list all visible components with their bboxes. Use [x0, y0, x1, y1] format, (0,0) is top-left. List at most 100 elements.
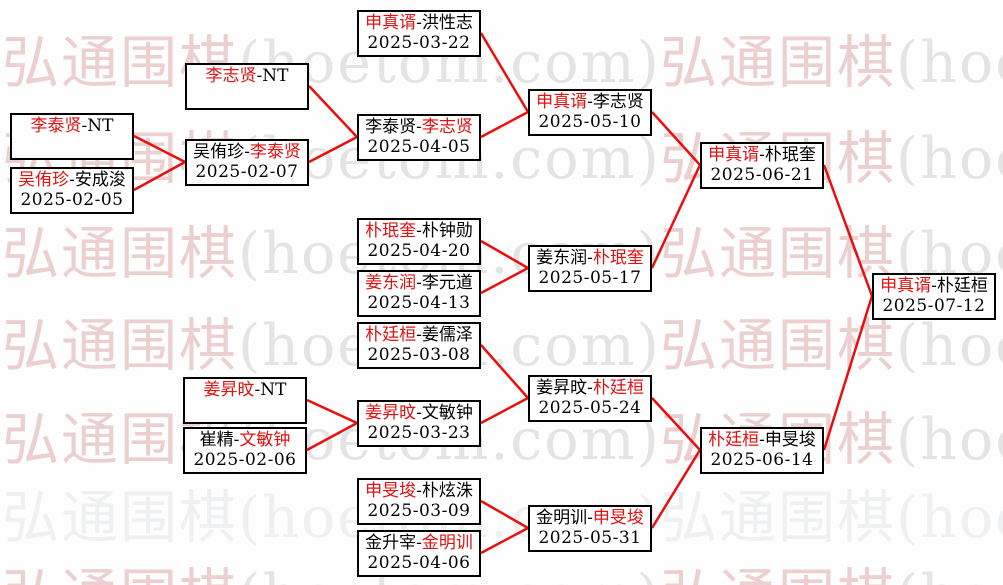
winner-name: 文敏钟	[239, 430, 291, 450]
bracket-connector-line	[306, 421, 358, 452]
match-players: 李志贤-NT	[205, 66, 289, 86]
winner-name: 姜昇旼	[203, 380, 255, 400]
bracket-connector-line	[133, 134, 186, 164]
winner-name: 李泰贤	[249, 142, 301, 162]
bracket-connector-line	[480, 396, 529, 425]
match-players: 崔精-文敏钟	[199, 430, 291, 450]
match-players: 朴廷桓-申旻埈	[708, 430, 816, 450]
match-date: 2025-06-21	[710, 165, 814, 185]
match-date: 2025-05-31	[538, 528, 642, 548]
winner-name: 申真谞	[880, 276, 932, 296]
bracket-connector-line	[479, 32, 530, 113]
bracket-connector-line	[480, 499, 529, 530]
match-box-r1a: 李泰贤-NT	[10, 113, 134, 160]
winner-name: 吴侑珍	[18, 170, 70, 190]
winner-name: 朴廷桓	[592, 378, 644, 398]
match-players: 吴侑珍-李泰贤	[193, 142, 301, 162]
bracket-connector-line	[133, 160, 186, 192]
match-date: 2025-04-13	[367, 293, 471, 313]
match-players: 姜昇旼-文敏钟	[365, 403, 473, 423]
bracket-connector-line	[308, 135, 358, 164]
bracket-connector-line	[650, 164, 702, 269]
bracket-connector-line	[650, 449, 702, 529]
winner-name: 朴廷桓	[365, 325, 417, 345]
match-players: 李泰贤-NT	[30, 116, 114, 136]
bracket-connector-line	[480, 266, 529, 295]
match-players: 姜东润-李元道	[365, 273, 473, 293]
match-players: 申真谞-李志贤	[536, 92, 644, 112]
winner-name: 朴廷桓	[708, 430, 760, 450]
match-date: 2025-05-17	[538, 268, 642, 288]
match-date: 2025-03-22	[367, 33, 471, 53]
match-date: 2025-04-06	[367, 553, 471, 573]
winner-name: 姜昇旼	[365, 403, 417, 423]
winner-name: 李泰贤	[30, 116, 82, 136]
match-players: 申真谞-朴廷桓	[880, 276, 988, 296]
bracket-connector-line	[651, 397, 701, 451]
match-date: 2025-03-08	[367, 345, 471, 365]
winner-name: 申真谞	[365, 13, 417, 33]
match-players: 申旻埈-朴炫洙	[365, 481, 473, 501]
winner-name: 姜东润	[365, 273, 417, 293]
match-date: 2025-03-23	[367, 423, 471, 443]
winner-name: 申真谞	[708, 145, 760, 165]
match-players: 申真谞-朴珉奎	[708, 145, 816, 165]
match-box-r2c: 姜昇旼-NT	[183, 377, 307, 424]
match-date: 2025-03-09	[367, 501, 471, 521]
bracket-connector-line	[480, 110, 529, 139]
match-players: 吴侑珍-安成浚	[18, 170, 126, 190]
match-date: 2025-02-06	[193, 450, 297, 470]
match-date: 2025-05-24	[538, 398, 642, 418]
match-players: 金升宰-金明训	[365, 533, 473, 553]
match-date: 2025-07-12	[882, 296, 986, 316]
match-players: 申真谞-洪性志	[365, 13, 473, 33]
match-players: 朴珉奎-朴钟勋	[365, 221, 473, 241]
match-date: 2025-04-05	[367, 137, 471, 157]
winner-name: 申旻埈	[365, 481, 417, 501]
match-date: 2025-05-10	[538, 112, 642, 132]
match-date: 2025-02-05	[20, 190, 124, 210]
winner-name: 金明训	[421, 533, 473, 553]
match-players: 朴廷桓-姜儒泽	[365, 325, 473, 345]
bracket-connector-line	[822, 295, 874, 451]
winner-name: 申旻埈	[592, 508, 644, 528]
match-date: 2025-02-07	[195, 162, 299, 182]
match-players: 姜昇旼-NT	[203, 380, 287, 400]
winner-name: 李志贤	[205, 66, 257, 86]
winner-name: 李志贤	[421, 117, 473, 137]
match-date: 2025-06-14	[710, 450, 814, 470]
match-players: 姜东润-朴珉奎	[536, 248, 644, 268]
winner-name: 申真谞	[536, 92, 588, 112]
match-date: 2025-04-20	[367, 241, 471, 261]
match-players: 姜昇旼-朴廷桓	[536, 378, 644, 398]
bracket-connector-line	[822, 164, 874, 297]
bracket-connector-line	[480, 344, 529, 399]
bracket-connector-line	[308, 85, 358, 138]
match-box-r2a: 李志贤-NT	[185, 63, 309, 110]
winner-name: 朴珉奎	[365, 221, 417, 241]
bracket-connector-line	[651, 111, 701, 166]
match-players: 金明训-申旻埈	[536, 508, 644, 528]
bracket-connector-line	[306, 398, 358, 425]
winner-name: 朴珉奎	[592, 248, 644, 268]
bracket-connector-line	[480, 239, 529, 270]
match-players: 李泰贤-李志贤	[365, 117, 473, 137]
bracket-connector-line	[480, 526, 529, 555]
